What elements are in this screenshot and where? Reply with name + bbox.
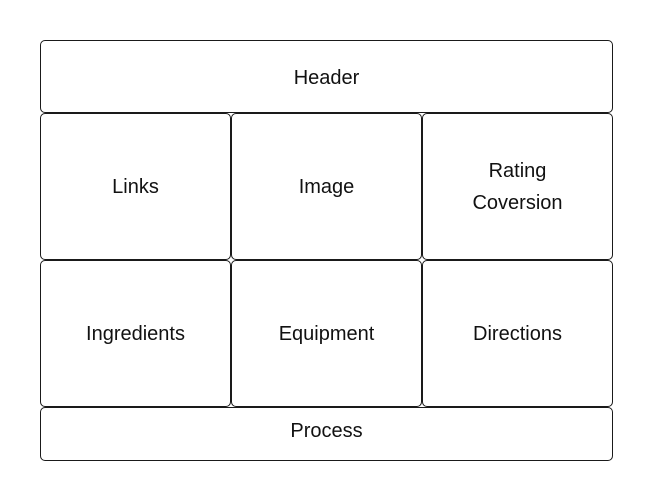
ingredients-box: Ingredients <box>40 260 231 407</box>
image-label: Image <box>298 175 355 198</box>
header-box: Header <box>40 40 613 113</box>
header-label: Header <box>293 67 360 89</box>
links-label: Links <box>112 175 159 198</box>
rating-conversion-box: Rating Coversion <box>422 113 613 260</box>
equipment-label: Equipment <box>278 322 375 345</box>
image-box: Image <box>231 113 422 260</box>
process-box: Process <box>40 407 613 461</box>
links-box: Links <box>40 113 231 260</box>
rating-conversion-label: Rating Coversion <box>472 159 563 214</box>
equipment-box: Equipment <box>231 260 422 407</box>
process-label: Process <box>290 420 363 442</box>
ingredients-label: Ingredients <box>86 322 185 345</box>
directions-label: Directions <box>473 322 562 345</box>
directions-box: Directions <box>422 260 613 407</box>
